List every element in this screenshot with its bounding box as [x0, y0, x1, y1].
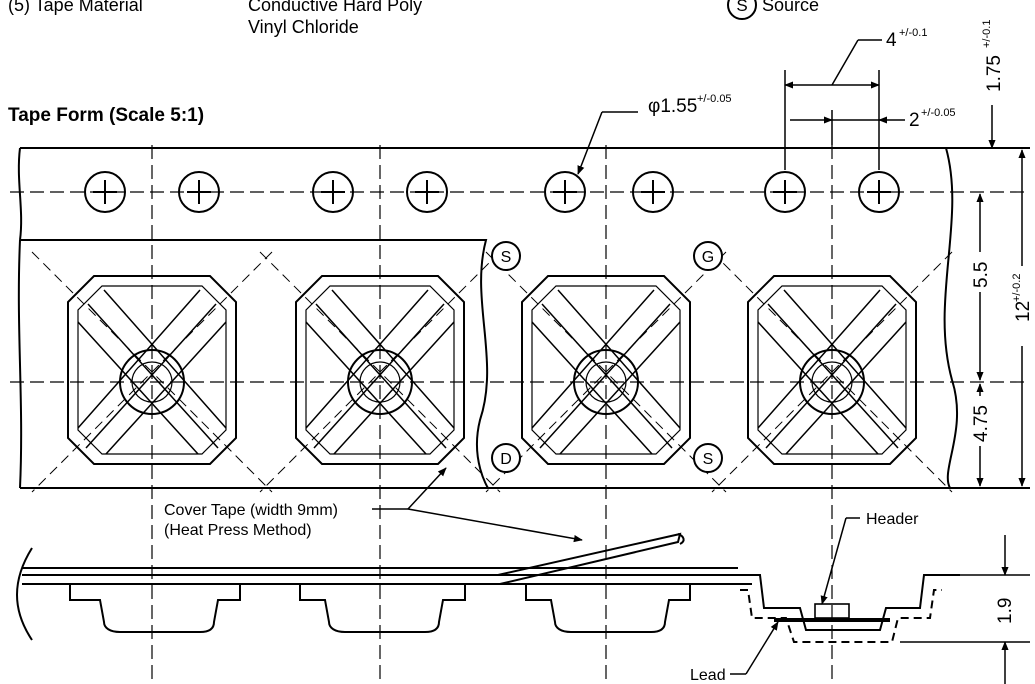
dim-pitch-tolerance: +/-0.1 [899, 27, 927, 39]
dim-offset-tolerance: +/-0.05 [921, 107, 956, 119]
pin-label-gate: G [693, 241, 723, 271]
pin-label-source-2-text: S [703, 451, 714, 468]
source-legend-label: Source [762, 0, 820, 15]
pin-label-source-1: S [491, 241, 521, 271]
dim-pocket-label-bg [970, 396, 992, 446]
component-pocket-4 [711, 251, 953, 493]
tape-material-line-1: Conductive Hard Poly [248, 0, 423, 15]
source-symbol-letter: S [736, 0, 747, 15]
tape-outline [17, 147, 1030, 489]
dim-width-tolerance: +/-0.2 [1011, 274, 1023, 302]
pin-label-source-1-text: S [501, 249, 512, 266]
pin-label-source-2: S [693, 443, 723, 473]
cover-tape-label-1: Cover Tape (width 9mm) [164, 502, 338, 519]
tape-material-value: Conductive Hard Poly Vinyl Chloride [248, 0, 422, 38]
sprocket-holes [84, 171, 900, 213]
dim-hole-diameter [577, 111, 638, 175]
side-view [16, 532, 960, 643]
header-callout [820, 517, 860, 605]
dim-pitch [784, 39, 882, 170]
diagram-title: Tape Form (Scale 5:1) [8, 105, 205, 126]
dim-pitch-value: 4 [886, 30, 897, 51]
dim-offset-value: 2 [909, 110, 920, 131]
dim-hole-diameter-value: φ1.55 [648, 96, 697, 117]
pin-label-gate-text: G [702, 249, 714, 266]
dim-row-label-bg [970, 252, 992, 292]
pin-label-drain-text: D [500, 451, 512, 468]
tape-material-label: (5) Tape Material [8, 0, 143, 15]
dim-width-value: 12 [1013, 301, 1034, 322]
dim-depth [900, 535, 1030, 684]
cover-tape-callout [372, 467, 583, 543]
dim-edge-value: 1.75 [984, 55, 1005, 92]
pin-label-drain: D [491, 443, 521, 473]
header-label: Header [866, 511, 919, 528]
dim-edge [960, 105, 1030, 149]
dim-hole-diameter-tolerance: +/-0.05 [697, 93, 732, 105]
dim-depth-value: 1.9 [995, 598, 1016, 624]
source-symbol: S [727, 0, 757, 20]
lead-label: Lead [690, 667, 726, 684]
tape-material-line-2: Vinyl Chloride [248, 17, 359, 37]
component-pocket-1 [31, 251, 273, 493]
dim-width-label-bg [1010, 266, 1034, 346]
cover-tape-label-2: (Heat Press Method) [164, 522, 312, 539]
dim-pocket-value: 4.75 [971, 405, 992, 442]
component-pocket-2 [259, 251, 501, 493]
dim-edge-tolerance: +/-0.1 [981, 20, 993, 48]
dim-offset [790, 110, 905, 145]
dim-row-value: 5.5 [971, 262, 992, 288]
lead-callout [730, 621, 779, 675]
component-pocket-3 [485, 251, 727, 493]
